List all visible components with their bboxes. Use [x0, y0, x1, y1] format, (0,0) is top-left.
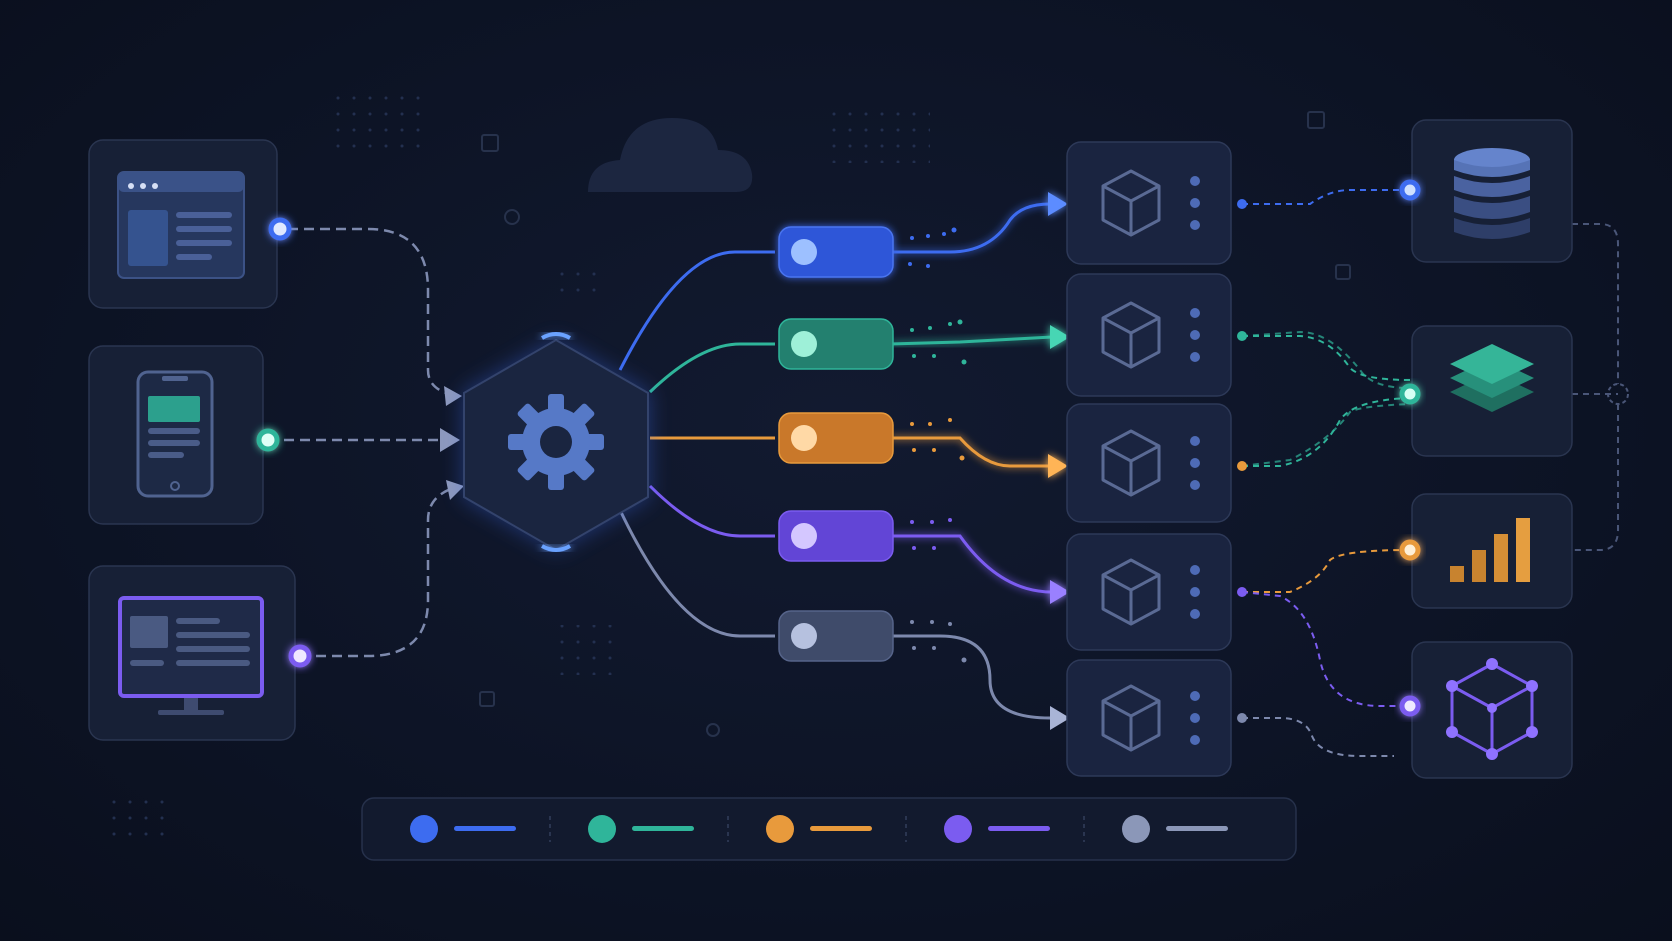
gear-icon [508, 394, 604, 490]
bar-chart-icon [1450, 518, 1530, 582]
cube-icon [1101, 558, 1161, 626]
browser-window-icon [117, 171, 245, 279]
legend-item-blue [410, 815, 516, 843]
service-card[interactable] [1066, 273, 1232, 397]
channel-pill-teal[interactable] [778, 318, 894, 370]
legend-item-purple [944, 815, 1050, 843]
more-options-icon[interactable] [1190, 176, 1200, 230]
background-decorations [112, 85, 1351, 845]
source-card-mobile[interactable] [88, 345, 264, 525]
legend-item-slate [1122, 815, 1228, 843]
channel-pill-slate[interactable] [778, 610, 894, 662]
destination-card-chart[interactable] [1411, 493, 1573, 609]
database-icon [1454, 148, 1530, 239]
legend-item-teal [588, 815, 694, 843]
destination-card-network[interactable] [1411, 641, 1573, 779]
destination-port-blue[interactable] [1399, 179, 1421, 201]
source-port-blue[interactable] [268, 217, 292, 241]
service-card[interactable] [1066, 533, 1232, 651]
particle-dots [908, 227, 967, 663]
channel-pill-orange[interactable] [778, 412, 894, 464]
cube-icon [1101, 684, 1161, 752]
desktop-monitor-icon [118, 596, 264, 715]
more-options-icon[interactable] [1190, 436, 1200, 490]
service-card[interactable] [1066, 659, 1232, 777]
cube-icon [1101, 301, 1161, 369]
legend [361, 797, 1297, 861]
destination-port-purple[interactable] [1399, 695, 1421, 717]
source-port-teal[interactable] [256, 428, 280, 452]
destination-port-teal[interactable] [1399, 383, 1421, 405]
more-options-icon[interactable] [1190, 565, 1200, 619]
destination-connectors [1241, 189, 1619, 757]
source-port-purple[interactable] [288, 644, 312, 668]
more-options-icon[interactable] [1190, 308, 1200, 362]
legend-item-orange [766, 815, 872, 843]
channel-pill-purple[interactable] [778, 510, 894, 562]
cube-icon [1101, 429, 1161, 497]
destination-card-layers[interactable] [1411, 325, 1573, 457]
mobile-phone-icon [136, 370, 214, 498]
channel-pill-blue[interactable] [778, 226, 894, 278]
source-card-desktop[interactable] [88, 565, 296, 741]
more-options-icon[interactable] [1190, 691, 1200, 745]
source-card-browser[interactable] [88, 139, 278, 309]
cube-icon [1101, 169, 1161, 237]
cloud-icon [588, 118, 753, 192]
service-output-dots [1237, 199, 1247, 723]
network-cube-icon [1446, 658, 1538, 760]
hub-connectors [618, 250, 775, 638]
processing-hub[interactable] [462, 332, 650, 552]
layers-icon [1450, 344, 1534, 412]
destination-card-database[interactable] [1411, 119, 1573, 263]
service-card[interactable] [1066, 141, 1232, 265]
channel-connectors [889, 192, 1070, 730]
service-card[interactable] [1066, 403, 1232, 523]
source-connectors [268, 227, 464, 658]
destination-port-orange[interactable] [1399, 539, 1421, 561]
